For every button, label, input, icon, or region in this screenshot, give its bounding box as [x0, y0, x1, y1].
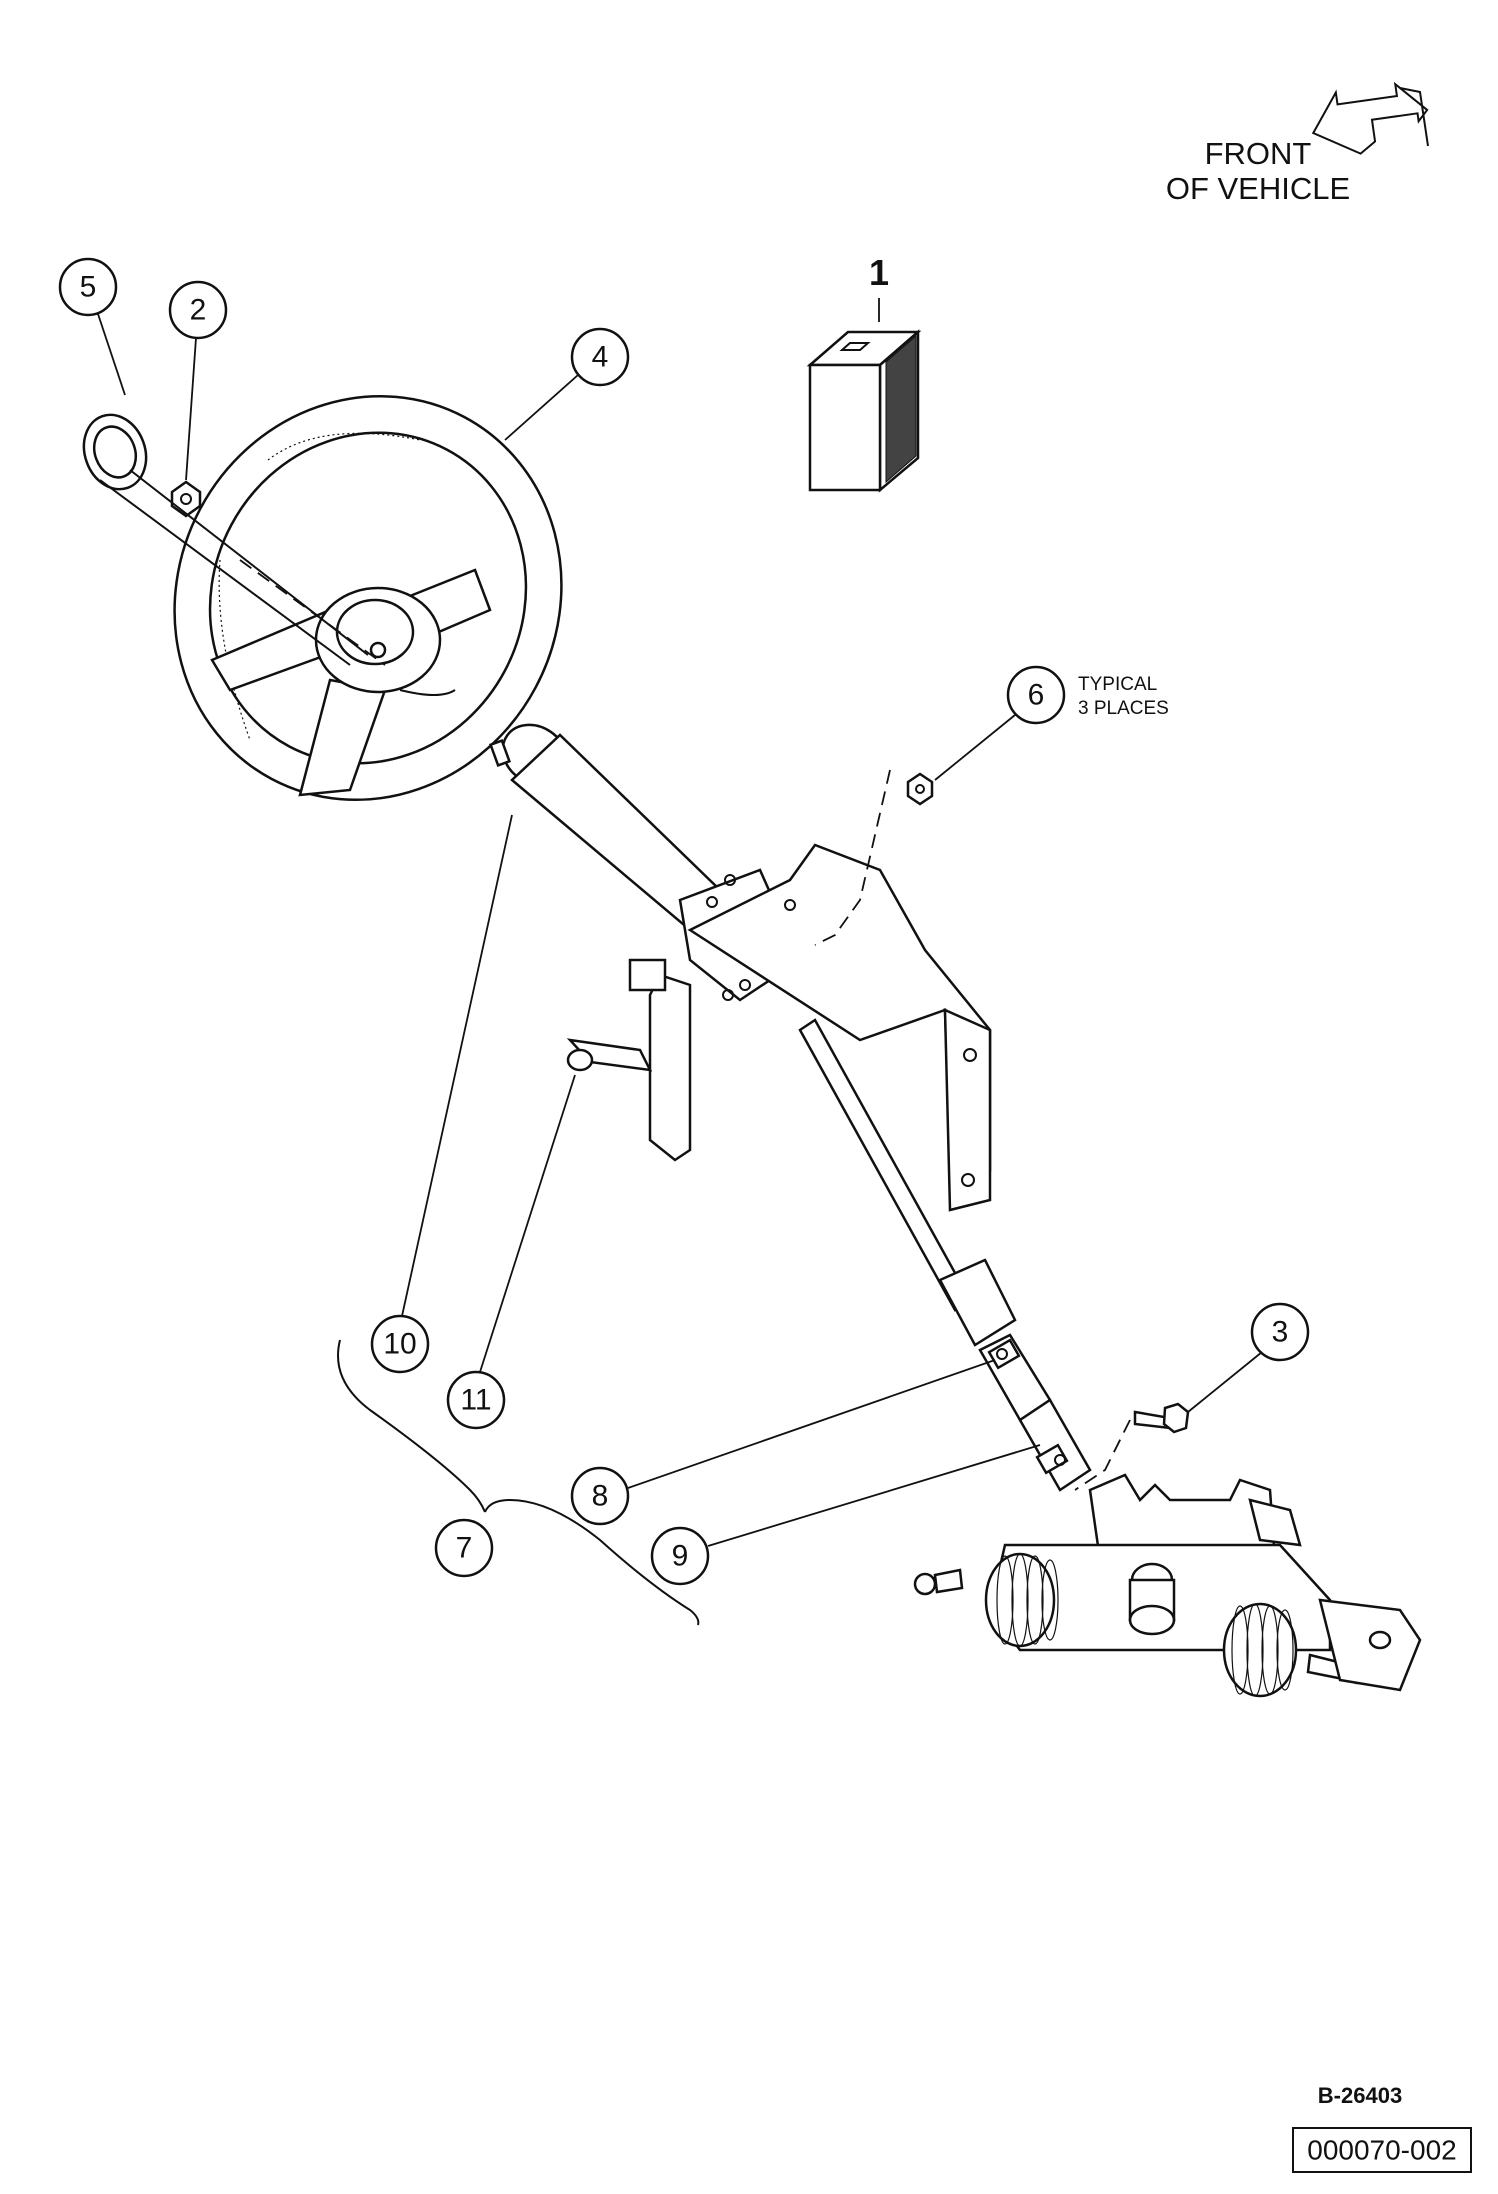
callout-4: 4: [592, 341, 609, 374]
callout-3: 3: [1272, 1316, 1289, 1349]
callout-5-circle: [58, 257, 118, 317]
steering-nut: [170, 480, 202, 518]
callout-9-circle: [650, 1526, 710, 1586]
front-of-vehicle-arrow: [1311, 81, 1429, 155]
steering-rack: [913, 1473, 1422, 1698]
mount-nut: [906, 772, 934, 806]
document-number: 000070-002: [1307, 2135, 1456, 2166]
front-label-line2: OF VEHICLE: [1166, 171, 1350, 206]
pinch-bolt: [1133, 1402, 1190, 1434]
callout-10-circle: [370, 1314, 430, 1374]
front-label-line1: FRONT: [1205, 136, 1312, 171]
callout-8-circle: [570, 1466, 630, 1526]
kit-number: 1: [869, 252, 889, 293]
figure-number: B-26403: [1318, 2083, 1402, 2108]
callout-5: 5: [80, 271, 97, 304]
callout-6: 6: [1028, 679, 1045, 712]
callout-7-circle: [434, 1518, 494, 1578]
parts-kit-box: [806, 329, 922, 493]
column-mount-bracket: [687, 843, 992, 1212]
callout-7: 7: [456, 1532, 473, 1565]
callout-2-circle: [168, 280, 228, 340]
document-number-box: [1292, 2127, 1472, 2173]
center-cap: [82, 413, 148, 491]
callout-4-circle: [570, 327, 630, 387]
tilt-lever: [566, 958, 692, 1162]
callout-2: 2: [190, 294, 207, 327]
callout-3-circle: [1250, 1302, 1310, 1362]
callout-6-circle: [1006, 665, 1066, 725]
callout-11: 11: [460, 1384, 491, 1417]
intermediate-shaft-ujoints: [978, 1333, 1092, 1492]
callout-9: 9: [672, 1540, 689, 1573]
left-bellows-boot: [984, 1552, 1059, 1648]
steering-wheel: [173, 394, 563, 802]
steering-column: [488, 723, 1017, 1347]
typical-note-line1: TYPICAL: [1078, 674, 1157, 695]
right-bellows-boot: [1222, 1602, 1298, 1698]
callout-11-circle: [446, 1370, 506, 1430]
callout-8: 8: [592, 1480, 609, 1513]
callout-10: 10: [383, 1328, 416, 1361]
typical-note-line2: 3 PLACES: [1078, 698, 1169, 719]
